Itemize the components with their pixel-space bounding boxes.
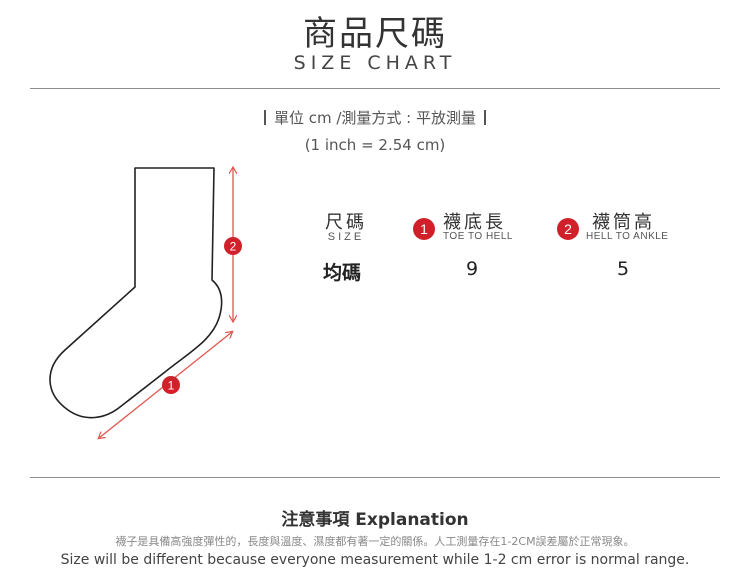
inch-note: (1 inch = 2.54 cm) [304, 136, 446, 154]
col-length-badge: 1 [413, 218, 435, 240]
col-height-sub: HELL TO ANKLE [586, 231, 669, 242]
table-row-length: 9 [465, 258, 479, 280]
marker-1-label: 1 [168, 379, 175, 393]
col-size-sub: SIZE [327, 231, 365, 243]
sock-outline [49, 167, 223, 419]
notes-zh: 襪子是具備高強度彈性的，長度與溫度、濕度都有著一定的關係。人工測量存在1-2CM… [115, 535, 635, 548]
col-length-label: 襪底長 [443, 212, 506, 233]
table-row-height: 5 [616, 258, 630, 280]
unit-bar-left [263, 110, 266, 125]
sock-diagram: 2 1 [49, 160, 242, 450]
col-size-label: 尺碼 [325, 212, 367, 233]
notes-title: 注意事項 Explanation [281, 510, 469, 530]
col-height-label: 襪筒高 [592, 212, 655, 233]
page-subtitle: SIZE CHART [293, 52, 457, 74]
bottom-divider [30, 477, 720, 478]
col-height-badge: 2 [557, 218, 579, 240]
page-title: 商品尺碼 [303, 14, 447, 54]
table-row-size: 均碼 [322, 262, 361, 284]
unit-bar-right [484, 110, 487, 125]
marker-1-circle [162, 376, 180, 394]
unit-text: 單位 cm /測量方式 : 平放測量 [273, 109, 477, 127]
unit-line: 單位 cm /測量方式 : 平放測量 [0, 107, 750, 128]
col-length-sub: TOE TO HELL [443, 231, 513, 242]
top-divider [30, 88, 720, 89]
notes-en: Size will be different because everyone … [60, 552, 690, 568]
marker-2-circle [224, 237, 242, 255]
marker-2-label: 2 [230, 240, 237, 254]
